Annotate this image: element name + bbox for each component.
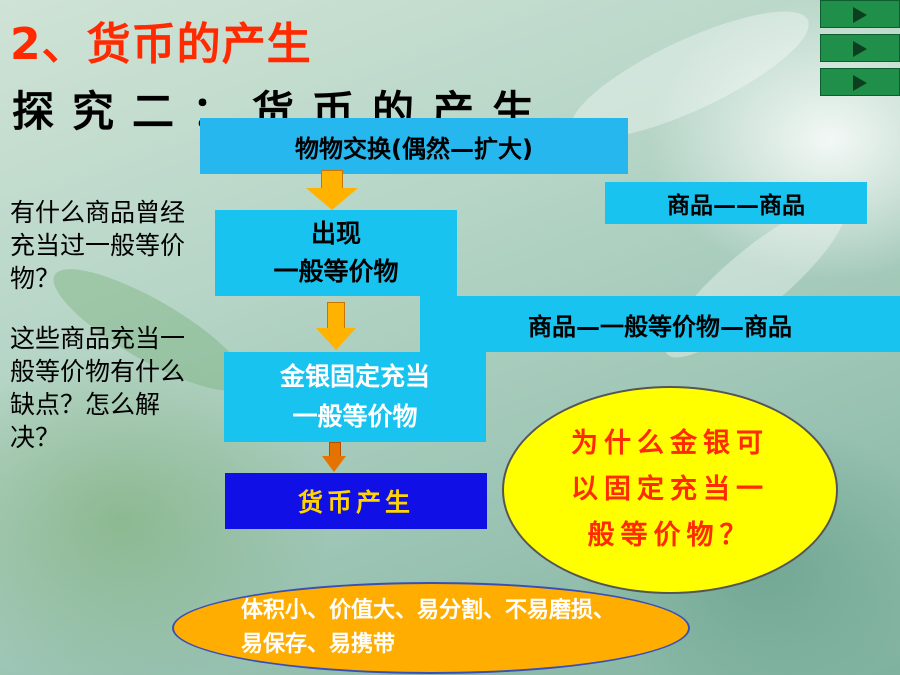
play-icon bbox=[853, 75, 867, 91]
callout-gold-traits: 体积小、价值大、易分割、不易磨损、易保存、易携带 bbox=[172, 582, 690, 674]
page-title: 2、货币的产生 bbox=[10, 19, 312, 70]
flow-note-goods-goods-label: 商品——商品 bbox=[667, 193, 805, 219]
flow-step-equivalent-line2: 一般等价物 bbox=[273, 257, 399, 286]
callout-why-gold: 为什么金银可以固定充当一般等价物？ bbox=[502, 386, 838, 594]
flow-note-goods-goods: 商品——商品 bbox=[605, 182, 867, 224]
callout-gold-traits-text: 体积小、价值大、易分割、不易磨损、易保存、易携带 bbox=[241, 598, 616, 657]
down-arrow-icon bbox=[306, 170, 358, 210]
play-icon bbox=[853, 41, 867, 57]
flow-step-money-label: 货币产生 bbox=[297, 488, 414, 517]
flow-note-goods-equivalent-goods: 商品—一般等价物—商品 bbox=[420, 296, 900, 352]
flow-step-equivalent-line1: 出现 bbox=[310, 219, 361, 248]
flow-step-money: 货币产生 bbox=[225, 473, 487, 529]
flow-step-barter-label: 物物交换(偶然—扩大) bbox=[295, 134, 533, 163]
play-button-1[interactable] bbox=[820, 0, 900, 28]
play-button-3[interactable] bbox=[820, 68, 900, 96]
flow-step-gold-silver-line1: 金银固定充当 bbox=[279, 362, 430, 391]
callout-why-gold-text: 为什么金银可以固定充当一般等价物？ bbox=[571, 428, 769, 551]
play-button-2[interactable] bbox=[820, 34, 900, 62]
play-icon bbox=[853, 7, 867, 23]
flow-step-equivalent: 出现 一般等价物 bbox=[215, 210, 457, 296]
down-arrow-icon bbox=[316, 302, 356, 350]
question-2: 这些商品充当一般等价物有什么缺点？怎么解决？ bbox=[10, 324, 186, 452]
question-1: 有什么商品曾经充当过一般等价物？ bbox=[10, 198, 186, 293]
down-arrow-icon bbox=[322, 442, 346, 472]
flow-note-goods-equivalent-goods-label: 商品—一般等价物—商品 bbox=[528, 312, 792, 341]
flow-step-barter: 物物交换(偶然—扩大) bbox=[200, 118, 628, 174]
flow-step-gold-silver: 金银固定充当 一般等价物 bbox=[224, 352, 486, 442]
flow-step-gold-silver-line2: 一般等价物 bbox=[292, 402, 418, 431]
